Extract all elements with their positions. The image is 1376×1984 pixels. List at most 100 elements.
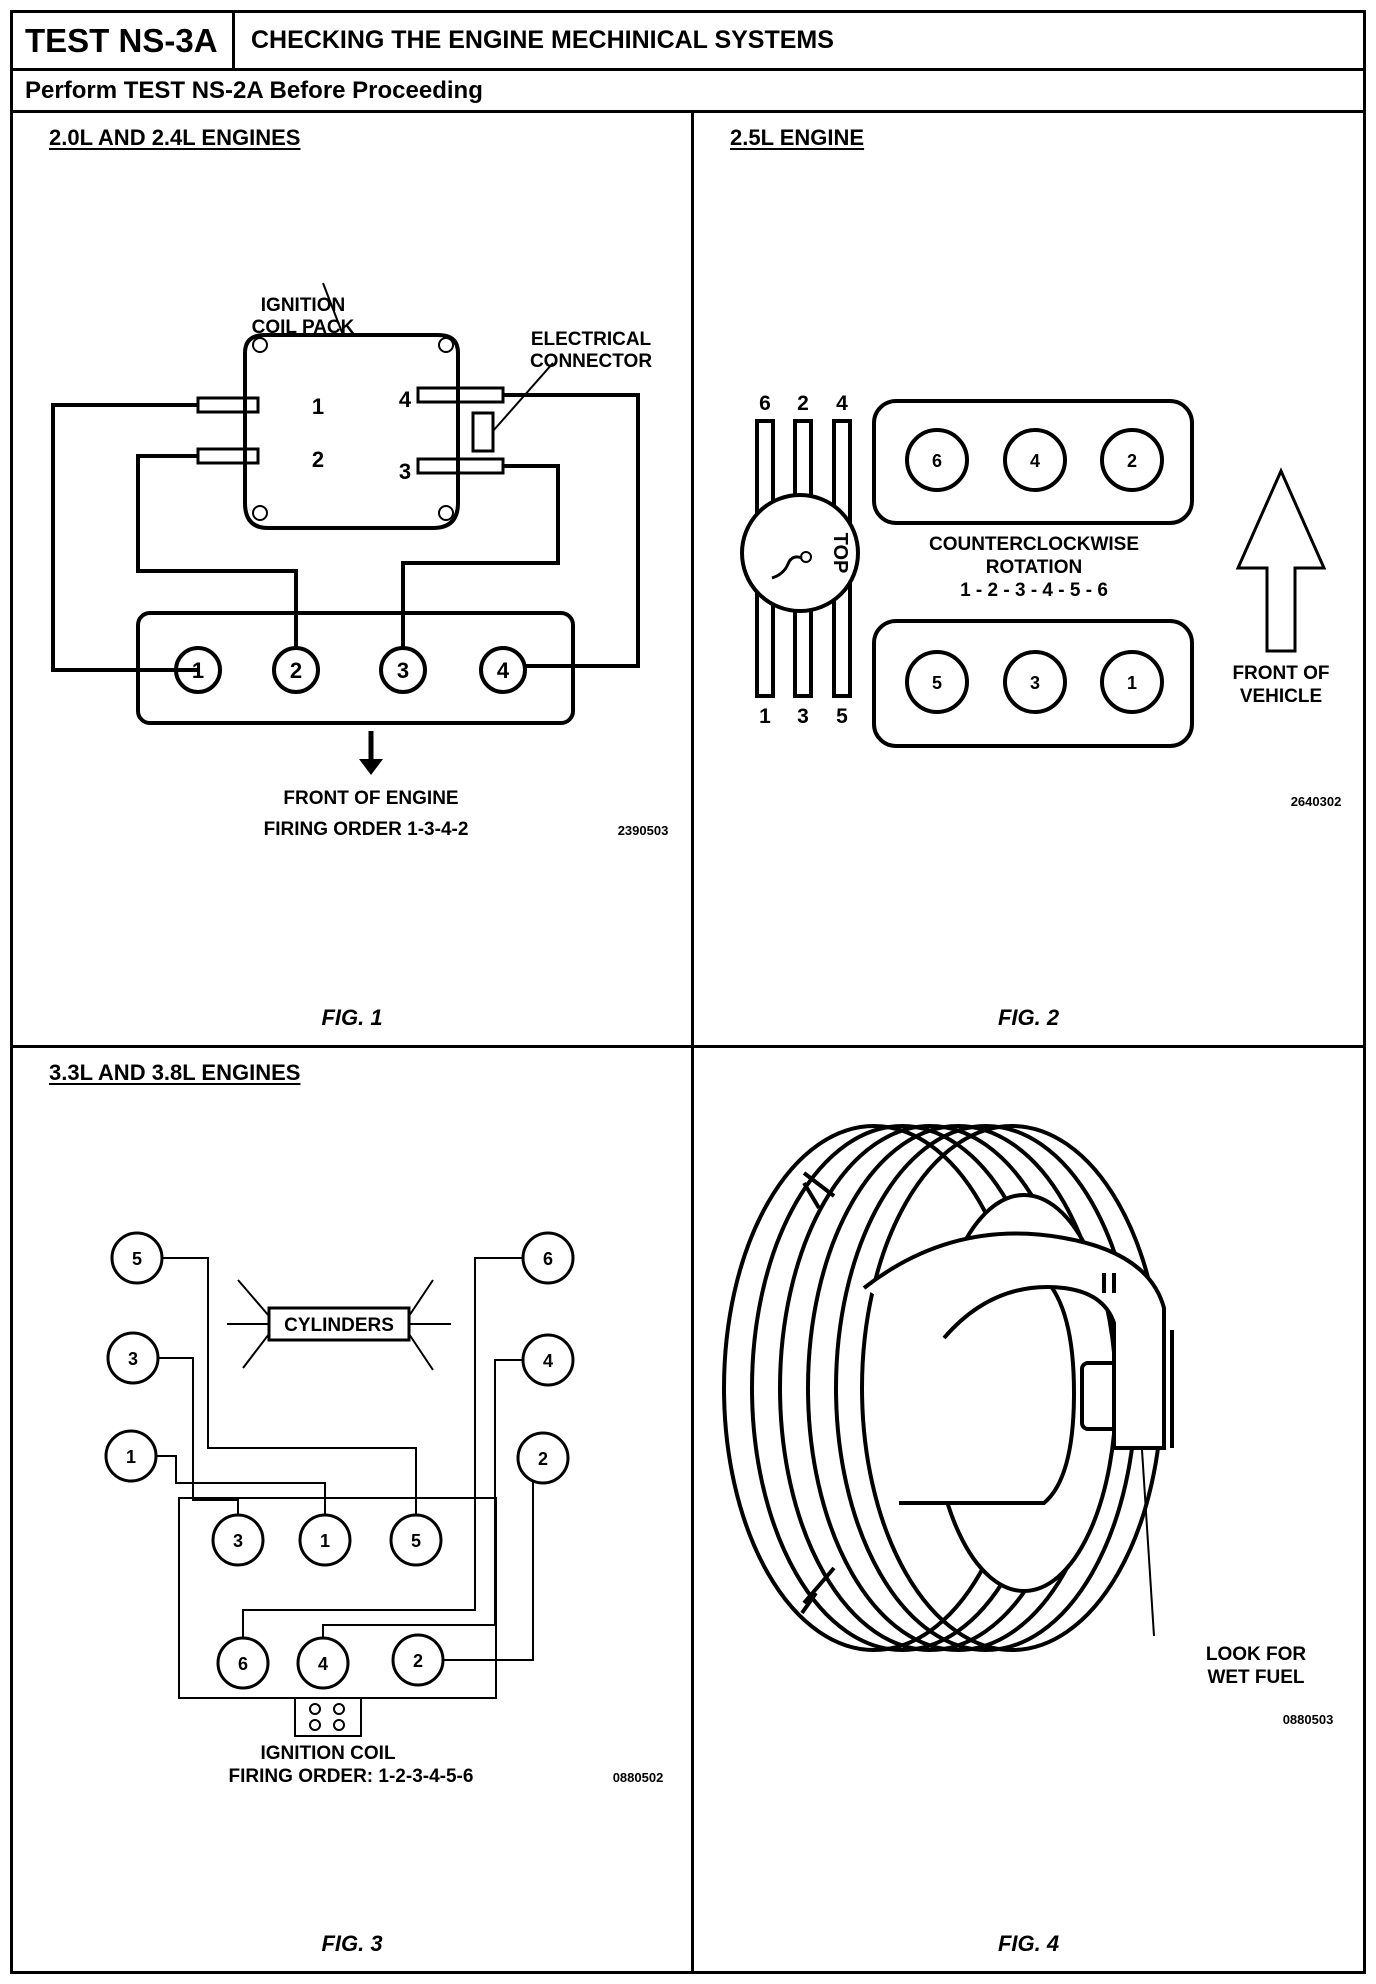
cyl-label: 4 xyxy=(497,658,510,683)
bank-cylinder xyxy=(1003,428,1067,492)
cyl-label: 2 xyxy=(538,1449,548,1469)
look-label: LOOK FOR xyxy=(1206,1644,1307,1665)
front-arrow xyxy=(359,731,383,775)
inner-cyl xyxy=(389,1513,443,1567)
cyl-circle-3 xyxy=(379,646,427,694)
front-arrow xyxy=(1235,467,1327,653)
panel-fig3: 3.3L AND 3.8L ENGINES xyxy=(13,1048,694,1971)
cyl-label: 4 xyxy=(543,1351,553,1371)
lower-bank xyxy=(872,619,1194,748)
cylinders-label: CYLINDERS xyxy=(284,1315,394,1336)
bank-cyl-label: 5 xyxy=(932,673,942,693)
tower-label: 4 xyxy=(399,387,412,412)
tower-3 xyxy=(416,457,505,475)
figure-code: 0880503 xyxy=(1283,1712,1334,1727)
tower-label: 1 xyxy=(312,394,324,419)
firing-order: FIRING ORDER 1-3-4-2 xyxy=(264,819,469,840)
header: TEST NS-3A CHECKING THE ENGINE MECHINICA… xyxy=(13,13,1363,71)
outer-cyl xyxy=(104,1429,158,1483)
cyl-circle-2 xyxy=(272,646,320,694)
wire-5 xyxy=(161,1257,417,1516)
front-label: FRONT OF xyxy=(1232,663,1329,684)
outer-cyl xyxy=(521,1231,575,1285)
wire-2 xyxy=(136,454,298,648)
label-connector: CONNECTOR xyxy=(530,351,652,372)
bank-cylinder xyxy=(1003,650,1067,714)
fig2-diagram: TOP 6 2 4 1 3 5 6 4 xyxy=(740,392,1341,809)
wire-3 xyxy=(158,1357,239,1516)
panel-title: 2.0L AND 2.4L ENGINES xyxy=(49,125,301,150)
cyl-label: 3 xyxy=(233,1531,243,1551)
wire-4 xyxy=(503,393,640,668)
cyl-label: 1 xyxy=(126,1447,136,1467)
inner-cyl xyxy=(216,1636,270,1690)
bank-cylinder xyxy=(1100,650,1164,714)
panel-fig4: LOOK FOR WET FUEL 0880503 FIG. 4 xyxy=(694,1048,1363,1971)
front-label: FRONT OF ENGINE xyxy=(283,788,458,809)
mount-hole xyxy=(438,505,454,521)
panel-title: 2.5L ENGINE xyxy=(730,125,865,150)
mount-hole xyxy=(252,337,268,353)
rotation-label: ROTATION xyxy=(986,557,1082,578)
bank-cylinder xyxy=(905,650,969,714)
engine-block xyxy=(136,611,575,725)
page-frame: TEST NS-3A CHECKING THE ENGINE MECHINICA… xyxy=(10,10,1366,1974)
figure-code: 2390503 xyxy=(618,823,669,838)
rotation-label: COUNTERCLOCKWISE xyxy=(929,534,1139,555)
outer-cyl xyxy=(110,1231,164,1285)
panel-title: 3.3L AND 3.8L ENGINES xyxy=(49,1060,301,1085)
column-num: 1 xyxy=(759,705,771,728)
leader-coil xyxy=(322,282,344,336)
bank-cylinder xyxy=(1100,428,1164,492)
cyl-circle-1 xyxy=(174,646,222,694)
tower-label: 3 xyxy=(399,459,411,484)
outer-cyl xyxy=(521,1333,575,1387)
bank-cyl-label: 6 xyxy=(932,451,942,471)
cyl-circle-4 xyxy=(479,646,527,694)
bank-cyl-label: 3 xyxy=(1030,673,1040,693)
inner-cyl xyxy=(391,1633,445,1687)
cyl-label: 5 xyxy=(411,1531,421,1551)
wire-1 xyxy=(155,1455,326,1516)
cyl-label: 6 xyxy=(543,1249,553,1269)
cyl-label: 3 xyxy=(128,1349,138,1369)
figure-caption: FIG. 4 xyxy=(997,1931,1060,1956)
panel-fig2: 2.5L ENGINE TOP 6 2 4 1 3 5 xyxy=(694,113,1363,1048)
coil-label: IGNITION COIL xyxy=(260,1743,396,1764)
inner-cyl xyxy=(211,1513,265,1567)
column-num: 4 xyxy=(836,392,848,415)
wire-1 xyxy=(51,403,198,672)
mount-hole xyxy=(252,505,268,521)
rotation-order: 1 - 2 - 3 - 4 - 5 - 6 xyxy=(960,580,1108,601)
panel-fig1: 2.0L AND 2.4L ENGINES xyxy=(13,113,694,1048)
connector xyxy=(471,411,495,453)
cyl-label: 1 xyxy=(320,1531,330,1551)
bank-cylinder xyxy=(905,428,969,492)
leader-wet-fuel xyxy=(1141,1449,1155,1637)
distributor-label: TOP xyxy=(829,533,851,574)
inner-cyl xyxy=(296,1636,350,1690)
subtitle: Perform TEST NS-2A Before Proceeding xyxy=(13,71,1363,113)
fig1-diagram: IGNITION COIL PACK ELECTRICAL CONNECTOR … xyxy=(51,282,669,840)
tower-4 xyxy=(416,386,505,404)
cyl-label: 6 xyxy=(238,1654,248,1674)
cyl-label: 2 xyxy=(413,1651,423,1671)
wire-2 xyxy=(443,1478,534,1661)
bank-cyl-label: 2 xyxy=(1127,451,1137,471)
column-num: 6 xyxy=(759,392,771,415)
label-coil: COIL PACK xyxy=(252,317,355,338)
mount-hole xyxy=(438,337,454,353)
front-label: VEHICLE xyxy=(1240,686,1322,707)
cyl-label: 2 xyxy=(290,658,302,683)
label-coil: IGNITION xyxy=(261,295,345,316)
figure-code: 0880502 xyxy=(613,1770,664,1785)
bank-cyl-label: 1 xyxy=(1127,673,1137,693)
rotor-symbol xyxy=(771,555,803,580)
header-title: CHECKING THE ENGINE MECHINICAL SYSTEMS xyxy=(251,26,834,54)
cyl-label: 3 xyxy=(397,658,409,683)
boot-hood xyxy=(862,1231,1166,1450)
wire-6 xyxy=(242,1257,523,1638)
tower-1 xyxy=(196,396,260,414)
outer-cyl xyxy=(516,1431,570,1485)
wire-3 xyxy=(401,464,560,648)
